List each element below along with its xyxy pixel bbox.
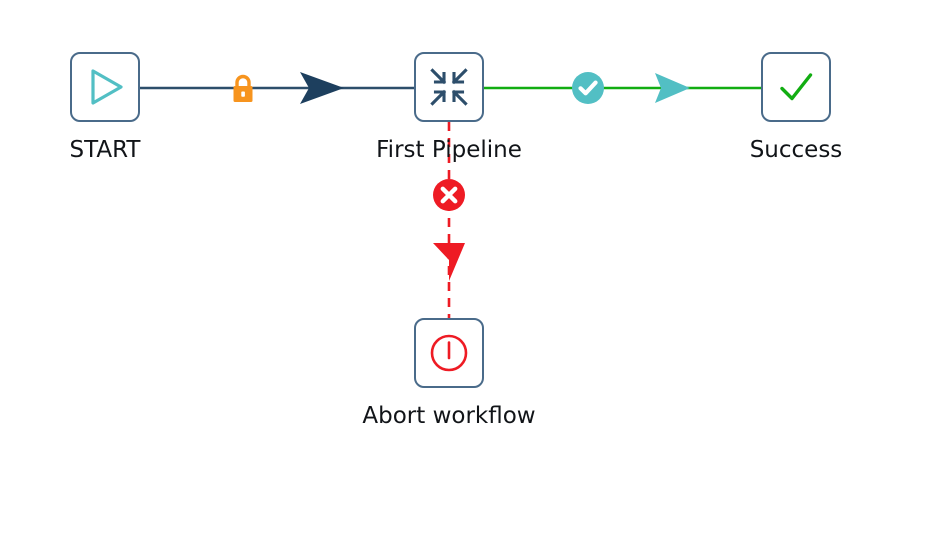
x-circle-icon: [433, 179, 465, 211]
lock-icon: [233, 74, 253, 102]
compress-arrows-icon: [430, 68, 468, 106]
node-abort-workflow[interactable]: [414, 318, 484, 388]
edge-pipeline-to-abort-arrowhead: [433, 243, 465, 281]
check-circle-icon: [572, 72, 604, 104]
node-success[interactable]: [761, 52, 831, 122]
node-start[interactable]: [70, 52, 140, 122]
edge-pipeline-to-success-arrowhead: [655, 73, 690, 103]
check-mark-icon: [780, 73, 813, 101]
node-success-label: Success: [749, 137, 843, 163]
edge-start-to-pipeline-arrowhead: [300, 72, 344, 104]
power-stop-icon: [430, 334, 468, 372]
node-first-pipeline-label: First Pipeline: [376, 137, 522, 163]
play-triangle-icon: [91, 69, 123, 105]
lock-badge[interactable]: [228, 73, 258, 105]
node-start-label: START: [69, 137, 141, 163]
node-abort-workflow-label: Abort workflow: [362, 403, 536, 429]
success-check-badge[interactable]: [571, 71, 605, 105]
failure-x-badge[interactable]: [432, 178, 466, 212]
node-first-pipeline[interactable]: [414, 52, 484, 122]
